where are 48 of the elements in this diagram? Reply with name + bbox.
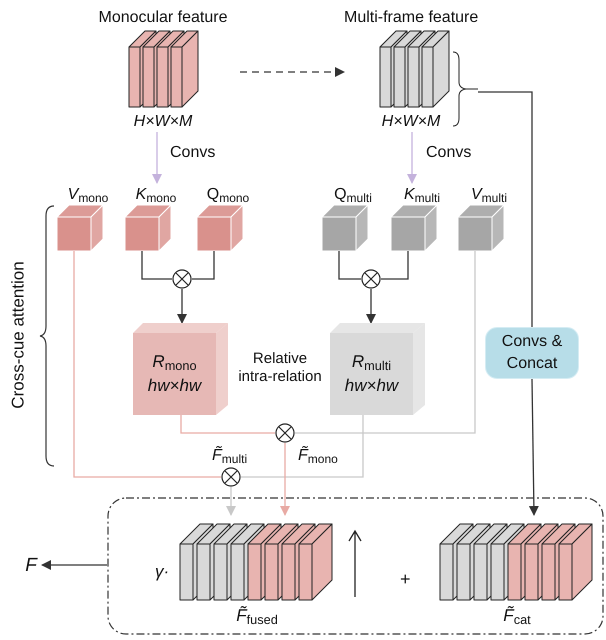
size-label: hw×hw xyxy=(146,375,203,397)
connector-line xyxy=(295,251,476,434)
feature-title: Multi-frame feature xyxy=(344,8,478,28)
matrix-label: R$_{mono}$ xyxy=(151,351,198,374)
multiply-icon xyxy=(172,269,192,289)
arrow xyxy=(366,289,376,324)
process-box: Convs & Concat xyxy=(485,327,579,379)
arrow xyxy=(240,67,345,77)
factor-label: γ· xyxy=(155,561,170,583)
matrix-label: K$_{multi}$ xyxy=(402,185,441,207)
feature-label: F̃$_{cat}$ xyxy=(502,605,532,628)
arrow xyxy=(41,560,107,570)
arrow xyxy=(177,289,187,324)
group-label: Cross-cue attention xyxy=(7,261,28,409)
connector-line xyxy=(381,251,409,280)
connector-line xyxy=(73,251,221,478)
connector-line xyxy=(141,251,172,280)
plus-sign: + xyxy=(400,568,411,591)
feature-label: F̃$_{fused}$ xyxy=(235,605,279,628)
step-label: Convs xyxy=(426,143,472,163)
matrix-label: K$_{mono}$ xyxy=(134,185,178,207)
matrix-label: V$_{mono}$ xyxy=(66,185,110,207)
multiply-icon xyxy=(361,269,381,289)
connector-line xyxy=(180,415,275,434)
connector-line xyxy=(338,251,361,280)
relation-label: Relative intra-relation xyxy=(237,350,323,386)
feature-label: F̃$_{mono}$ xyxy=(298,445,338,468)
multiply-icon xyxy=(221,467,241,487)
arrow xyxy=(407,132,417,184)
connector-line xyxy=(478,91,533,327)
matrix-label: Q$_{mono}$ xyxy=(206,185,250,207)
arrow xyxy=(280,443,290,516)
arrow xyxy=(528,379,539,516)
connector-line xyxy=(241,415,364,478)
output-label: F xyxy=(24,554,39,578)
feature-title: Monocular feature xyxy=(98,8,228,28)
matrix-label: V$_{multi}$ xyxy=(470,185,508,207)
connector-line xyxy=(192,251,215,280)
matrix-label: Q$_{multi}$ xyxy=(333,185,373,207)
step-label: Convs xyxy=(170,143,216,163)
arrow xyxy=(152,132,162,184)
multiply-icon xyxy=(275,423,295,443)
size-label: hw×hw xyxy=(344,375,400,397)
matrix-label: R$_{multi}$ xyxy=(350,351,392,374)
dimension-label: H×W×M xyxy=(132,112,194,132)
dimension-label: H×W×M xyxy=(380,112,442,132)
arrow xyxy=(226,487,236,516)
feature-label: F̃$_{multi}$ xyxy=(212,445,248,468)
